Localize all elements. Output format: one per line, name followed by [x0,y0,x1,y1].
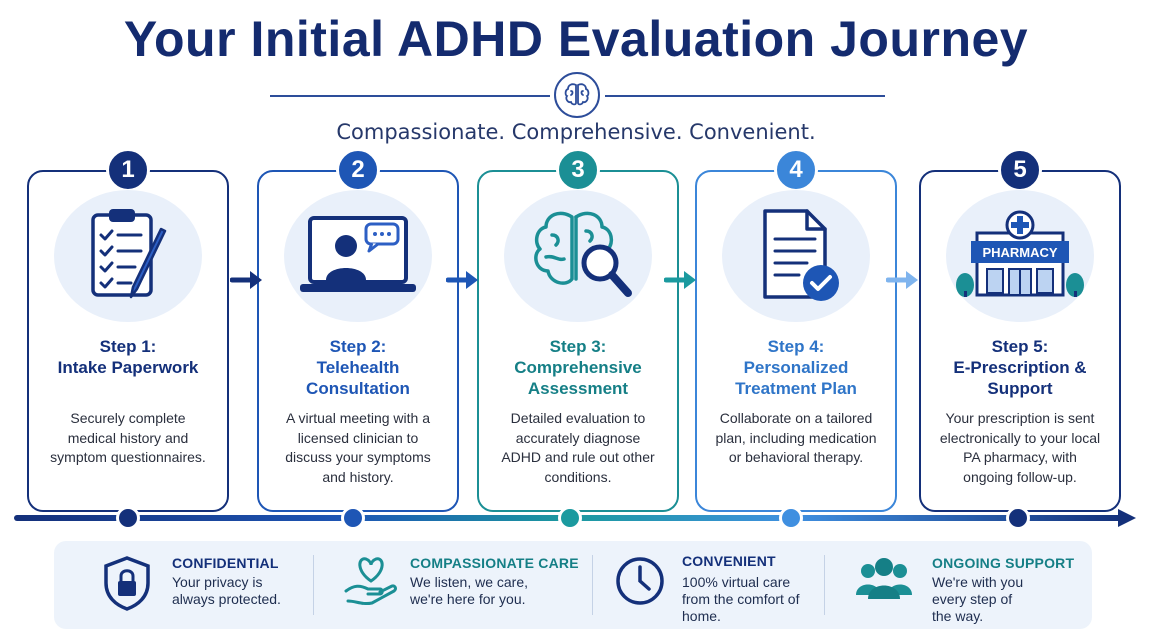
step-number-badge: 2 [336,148,380,192]
benefits-bar: CONFIDENTIAL Your privacy is always prot… [54,541,1092,629]
divider [313,555,314,615]
page-subtitle: Compassionate. Comprehensive. Convenient… [336,120,816,144]
benefit-text: We're with you every step of the way. [932,574,1024,624]
timeline-dot [1006,506,1030,530]
benefit-heading: ONGOING SUPPORT [932,555,1075,571]
clipboard-checklist-icon [54,190,202,322]
step-description: A virtual meeting with a licensed clinic… [285,410,431,485]
pharmacy-icon: PHARMACY [946,190,1094,322]
benefit-text: We listen, we care, we're here for you. [410,574,529,607]
benefit-heading: CONFIDENTIAL [172,555,279,571]
divider [592,555,593,615]
benefit-confidential: CONFIDENTIAL Your privacy is always prot… [102,541,322,629]
timeline-dot [779,506,803,530]
brain-icon [554,72,600,118]
timeline-arrowhead [1118,509,1136,527]
benefit-text: Your privacy is always protected. [172,574,281,607]
timeline-dot [341,506,365,530]
brain-magnifier-icon [504,190,652,322]
timeline-dot [558,506,582,530]
divider [824,555,825,615]
benefit-ongoing-support: ONGOING SUPPORT We're with you every ste… [854,541,1084,629]
title-divider-left [270,95,550,97]
document-check-icon [722,190,870,322]
step-card-1: 1 Step 1:Intake Paperwork Securely compl… [27,148,229,512]
benefit-compassionate-care: COMPASSIONATE CARE We listen, we care, w… [342,541,582,629]
clock-icon [616,557,664,605]
benefit-text: 100% virtual care from the comfort of ho… [682,574,800,624]
step-number-badge: 3 [556,148,600,192]
arrow-right-icon [886,271,918,289]
arrow-right-icon [446,271,478,289]
timeline-dot [116,506,140,530]
laptop-video-call-icon [284,190,432,322]
shield-lock-icon [104,556,150,611]
page-title: Your Initial ADHD Evaluation Journey [123,11,1029,67]
benefit-convenient: CONVENIENT 100% virtual care from the co… [614,541,834,629]
step-card-5: 5 PHARMACY Step 5:E-Prescription &Suppor… [919,148,1121,512]
step-number-badge: 5 [998,148,1042,192]
title-divider-right [605,95,885,97]
step-title: Step 5:E-Prescription &Support [953,337,1087,398]
step-description: Your prescription is sent electronically… [939,410,1101,485]
step-number-badge: 1 [106,148,150,192]
arrow-right-icon [230,271,262,289]
step-title: Step 1:Intake Paperwork [57,337,199,377]
step-description: Securely complete medical history and sy… [50,410,206,465]
heart-hand-icon [344,557,397,606]
pharmacy-sign: PHARMACY [982,245,1057,260]
arrow-right-icon [664,271,696,289]
benefit-heading: COMPASSIONATE CARE [410,555,579,571]
step-description: Detailed evaluation to accurately diagno… [501,410,655,485]
benefit-heading: CONVENIENT [682,553,776,569]
people-group-icon [856,558,912,599]
step-description: Collaborate on a tailored plan, includin… [715,410,877,465]
step-number-badge: 4 [774,148,818,192]
